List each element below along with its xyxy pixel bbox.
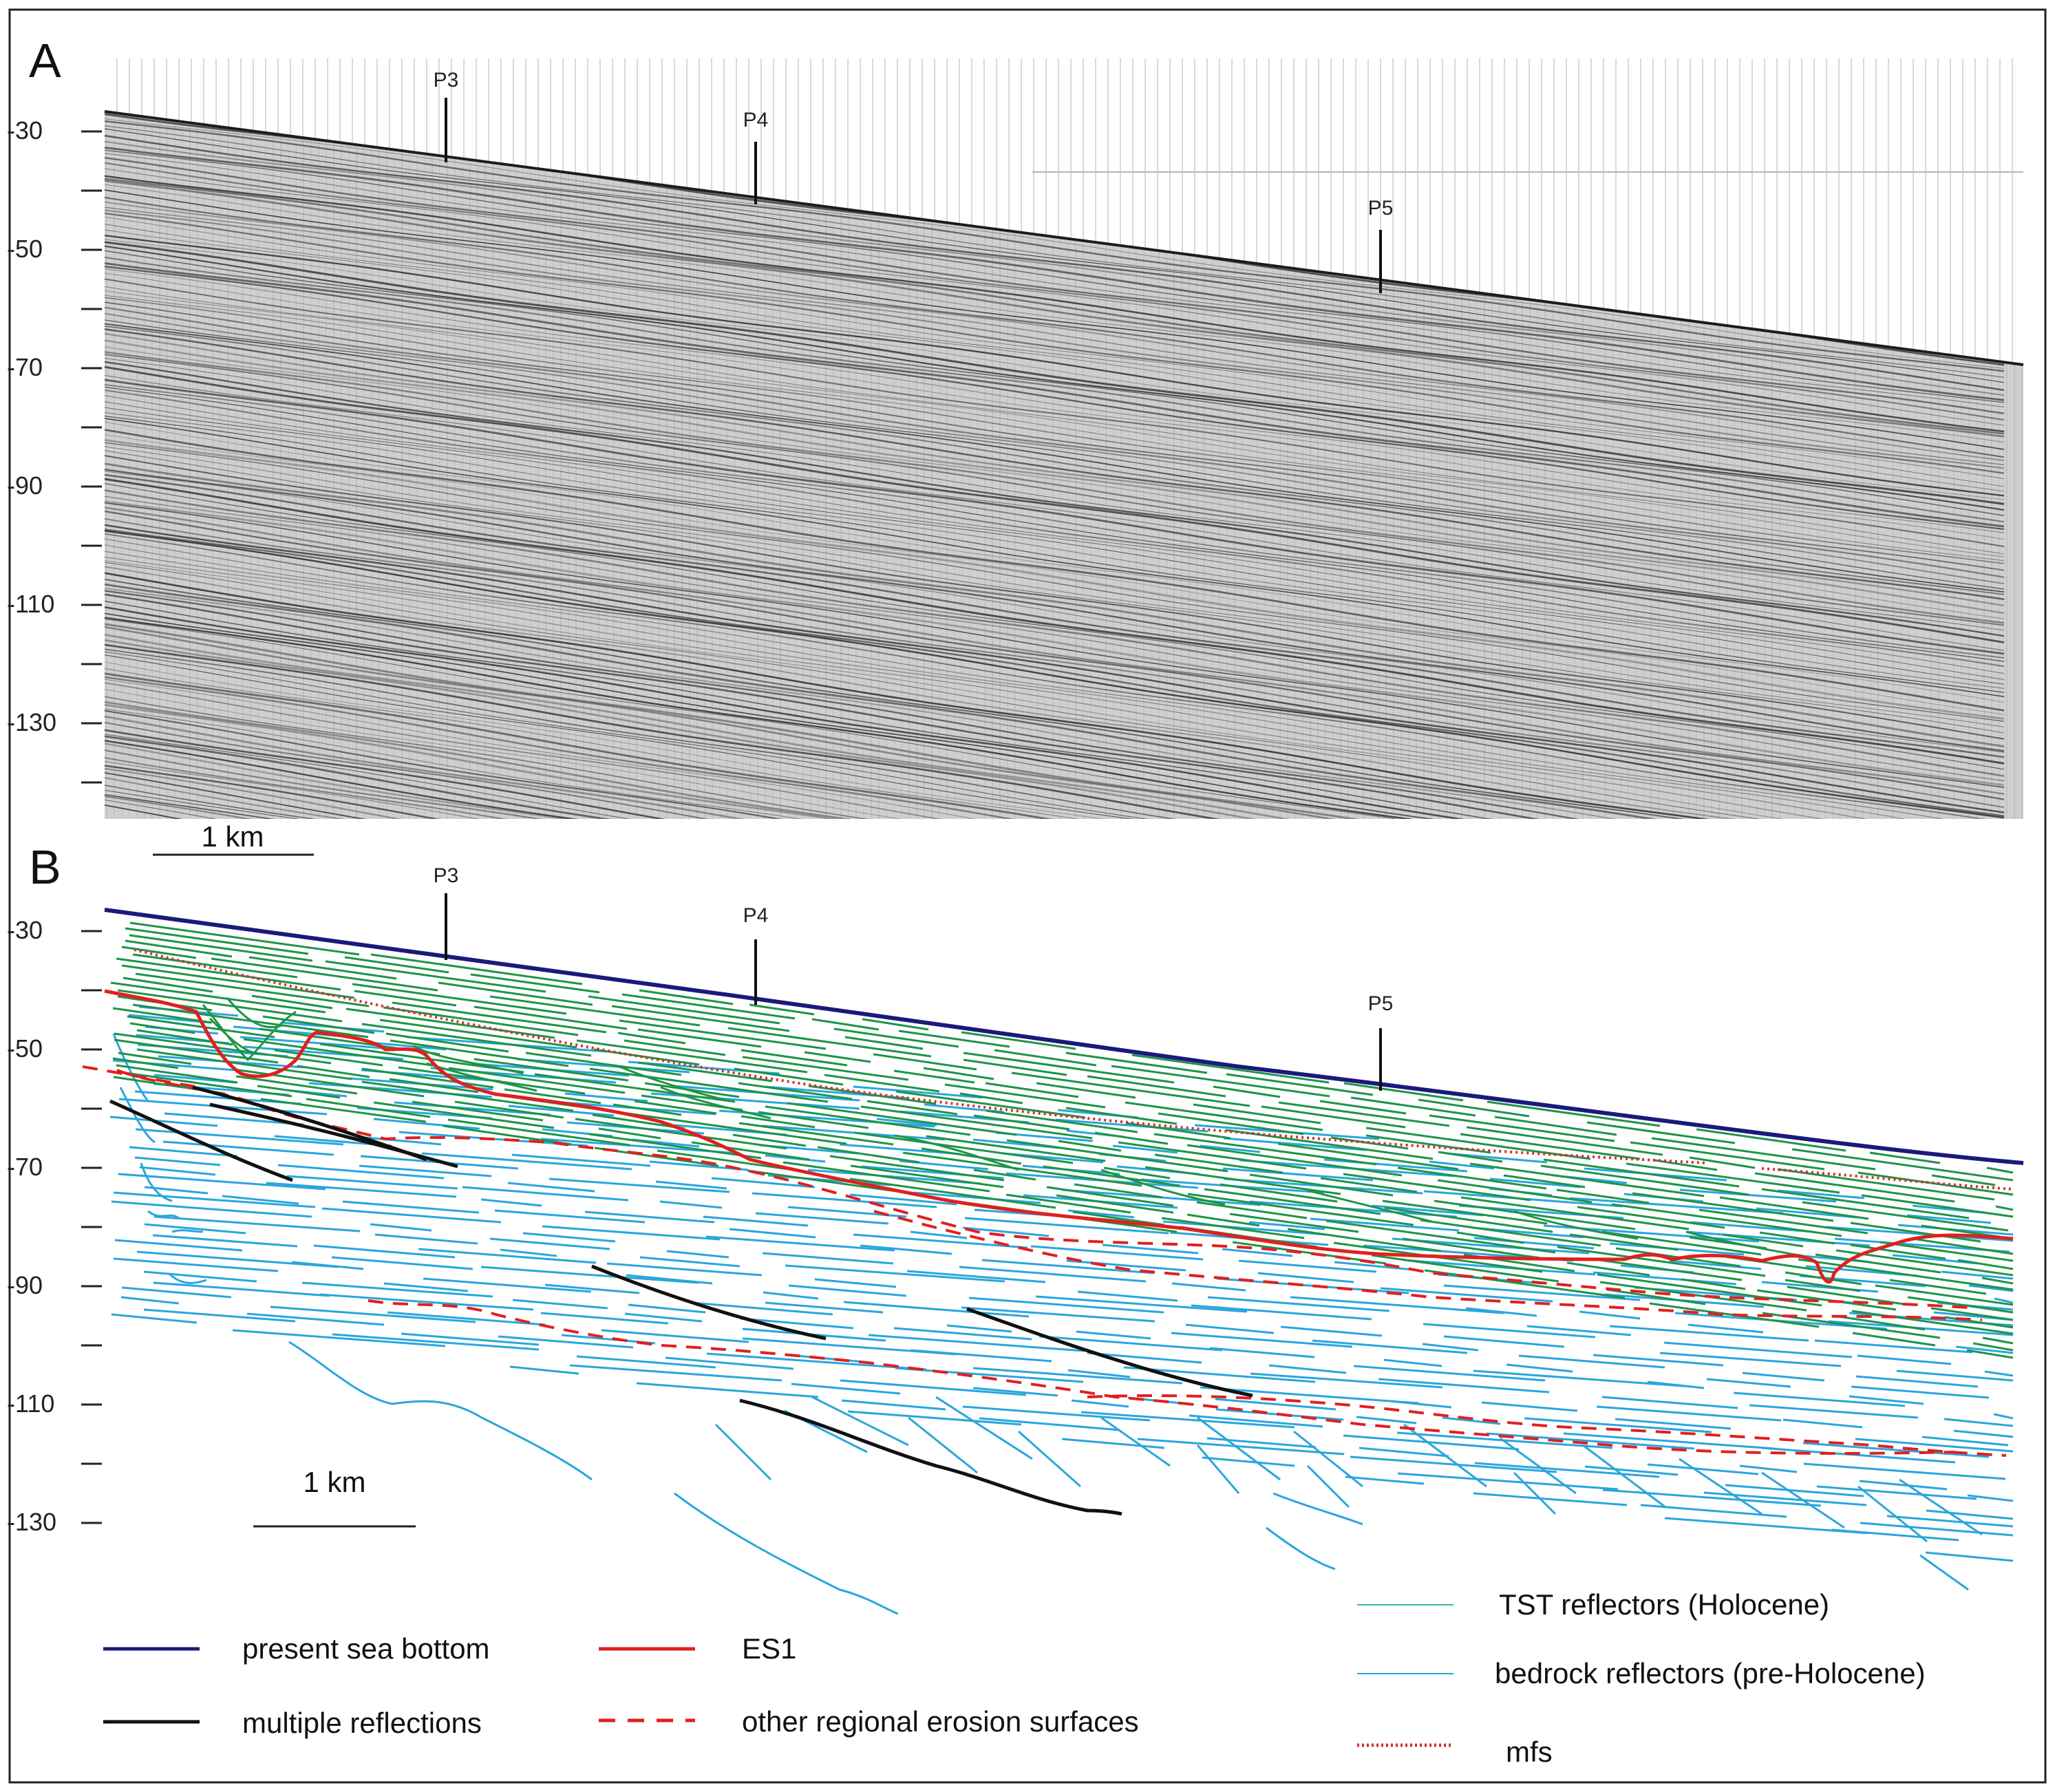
regional-erosion-surfaces [82,1065,2007,1457]
depth-tick-label: -90 [7,471,43,500]
panel-b: B -30 -50 -70 -90 -110 -130 [7,840,2024,1615]
multiple-reflections [109,1085,1253,1516]
bedrock-reflectors [109,1005,2014,1615]
svg-text:other regional erosion surface: other regional erosion surfaces [742,1705,1139,1738]
svg-text:1 km: 1 km [303,1466,365,1498]
svg-text:P3: P3 [434,864,459,887]
scale-bar: 1 km [153,820,314,856]
present-sea-bottom [104,908,2024,1165]
legend: present sea bottom multiple reflections … [103,1588,1926,1768]
svg-text:multiple reflections: multiple reflections [242,1707,482,1739]
trace-grid [116,58,2013,363]
depth-tick-label: -70 [7,353,43,381]
depth-tick-label: -70 [7,1153,43,1181]
depth-axis: -30 -50 -70 -90 -110 -130 [7,916,102,1536]
depth-tick-label: -90 [7,1271,43,1299]
svg-text:present sea bottom: present sea bottom [242,1632,490,1665]
seismic-section [105,111,2023,819]
legend-item-mfs: mfs [1357,1736,1553,1768]
svg-text:mfs: mfs [1506,1736,1553,1768]
legend-item-multiples: multiple reflections [103,1707,482,1739]
legend-item-tst: TST reflectors (Holocene) [1357,1588,1829,1621]
panel-a: A -30 -50 -70 -90 -110 -130 P3 P4 [7,34,2024,856]
svg-text:P4: P4 [743,904,769,927]
mfs-surface [134,948,2014,1191]
marker-p5: P5 [1368,197,1394,293]
depth-tick-label: -30 [7,116,43,145]
marker-p4: P4 [743,109,769,204]
depth-tick-label: -50 [7,1034,43,1063]
svg-text:P3: P3 [434,69,459,92]
depth-axis: -30 -50 -70 -90 -110 -130 [7,116,102,784]
depth-tick-label: -110 [7,590,54,618]
legend-item-es1: ES1 [599,1632,796,1665]
depth-tick-label: -130 [7,1508,56,1536]
panel-letter: A [29,34,61,87]
legend-item-sea-bottom: present sea bottom [103,1632,490,1665]
marker-p5: P5 [1368,992,1394,1091]
depth-tick-label: -30 [7,916,43,944]
depth-tick-label: -50 [7,235,43,263]
legend-item-bedrock: bedrock reflectors (pre-Holocene) [1357,1657,1926,1689]
marker-p4: P4 [743,904,769,1005]
svg-text:bedrock reflectors (pre-Holoce: bedrock reflectors (pre-Holocene) [1495,1657,1926,1689]
svg-text:1 km: 1 km [201,820,264,853]
marker-p3: P3 [434,864,459,960]
svg-text:TST reflectors (Holocene): TST reflectors (Holocene) [1499,1588,1829,1621]
panel-letter: B [29,840,61,894]
legend-item-erosion: other regional erosion surfaces [599,1705,1139,1738]
svg-text:ES1: ES1 [742,1632,796,1665]
marker-p3: P3 [434,69,459,162]
svg-text:P5: P5 [1368,992,1394,1015]
figure-frame [8,8,2047,1784]
depth-tick-label: -110 [7,1389,54,1418]
es1-surface [104,989,2014,1284]
depth-tick-label: -130 [7,708,56,736]
sea-floor-line [104,110,2024,366]
svg-text:P5: P5 [1368,197,1394,220]
svg-text:P4: P4 [743,109,769,131]
scale-bar: 1 km [253,1466,416,1528]
